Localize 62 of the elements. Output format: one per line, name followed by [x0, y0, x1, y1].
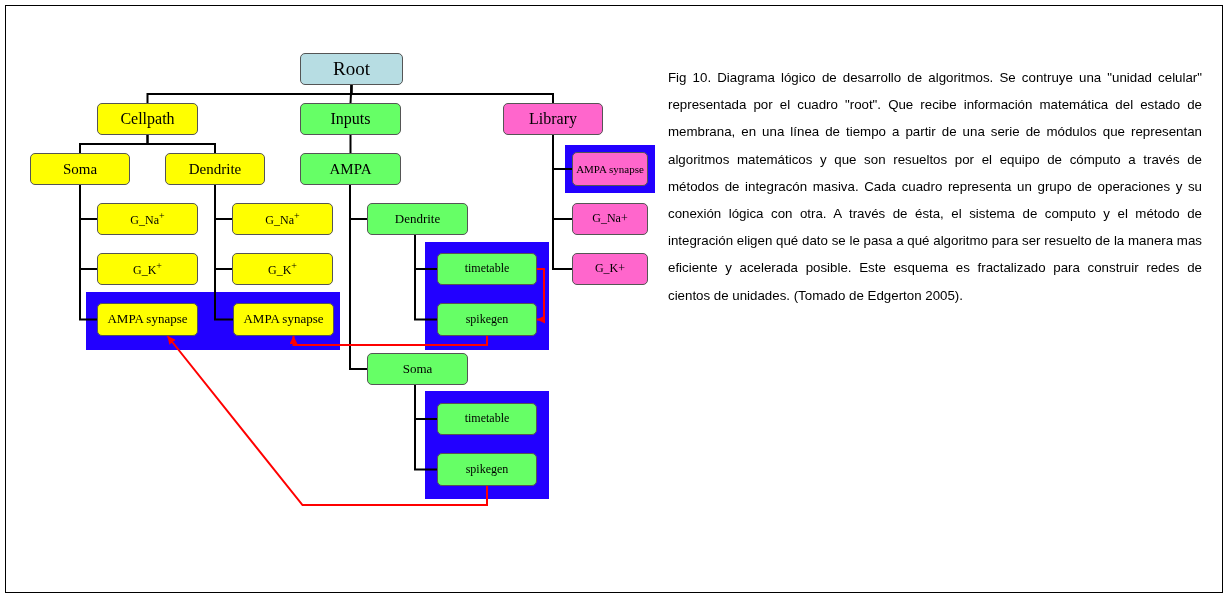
module-box	[97, 103, 198, 135]
module-box	[233, 303, 334, 336]
module-box	[437, 453, 537, 486]
module-label: G_K+	[594, 262, 626, 276]
module-label: AMPA synapse	[243, 312, 324, 327]
module-box	[367, 353, 468, 385]
connector-line	[214, 184, 234, 321]
module-label: Dendrite	[394, 211, 441, 227]
module-box	[232, 253, 333, 285]
module-label: Inputs	[330, 110, 371, 128]
module-box	[437, 403, 537, 435]
module-box	[97, 303, 198, 336]
module-label: AMPA synapse	[107, 312, 188, 327]
module-label: Root	[333, 58, 370, 80]
module-label: G_K$^{+}$	[268, 260, 297, 278]
group-frame	[425, 242, 549, 350]
module-box	[572, 203, 648, 235]
module-box	[572, 253, 648, 285]
module-box	[97, 203, 198, 235]
module-box	[232, 203, 333, 235]
module-label: spikegen	[465, 312, 509, 327]
connector-line	[349, 184, 368, 370]
connector-line	[414, 234, 438, 321]
module-label: Cellpath	[120, 110, 175, 128]
module-box	[437, 303, 537, 336]
module-label: AMPA	[329, 160, 372, 178]
module-label: Soma	[402, 361, 433, 377]
connector-line	[349, 134, 352, 154]
module-box	[300, 103, 401, 135]
group-frame	[425, 391, 549, 499]
connector-line	[552, 134, 573, 270]
module-box	[572, 152, 648, 186]
module-label: Dendrite	[188, 160, 242, 178]
module-box	[165, 153, 265, 185]
module-label: G_Na$^{+}$	[265, 210, 300, 228]
module-box	[437, 253, 537, 285]
connector-line	[349, 84, 353, 104]
connector-line	[79, 184, 98, 321]
module-label: G_Na+	[592, 212, 628, 226]
module-box	[300, 153, 401, 185]
module-label: G_K$^{+}$	[133, 260, 162, 278]
module-box	[367, 203, 468, 235]
module-box	[97, 253, 198, 285]
module-label: timetable	[464, 412, 510, 426]
module-box	[503, 103, 603, 135]
arrow	[536, 268, 545, 324]
module-label: Library	[529, 110, 577, 128]
module-label: Soma	[62, 160, 98, 178]
arrow	[289, 335, 488, 346]
arrow	[166, 335, 488, 506]
connector-line	[414, 384, 438, 471]
connector-line	[350, 84, 554, 104]
module-box	[30, 153, 130, 185]
figure-caption: Fig 10. Diagrama lógico de desarrollo de algoritmos. Se contruye una "unidad celular" representada por el cuadro "root". Que recibe información matemática del estado de membrana, en una línea de tiempo a partir de una serie de módulos que representan algoritmos matemáticos y que son resueltos por el equipo de cómputo a través de métodos de integracón masiva. Cada cuadro representa un grupo de operaciones y su conexión lógica con otra. A través de ésta, el sistema de computo y el método de integración eligen qué dato se le pasa a qué algoritmo para ser resuelto de la manera mas eficiente y acelerada posible. Este esquema es fractalizado para construir redes de cientos de unidades. (Tomado de Edgerton 2005).	[668, 69, 1202, 305]
module-label: spikegen	[465, 462, 509, 477]
module-label: AMPA synapse	[576, 162, 644, 176]
group-frame	[86, 292, 340, 350]
group-frame	[565, 145, 655, 193]
module-box	[300, 53, 403, 85]
module-label: timetable	[464, 262, 510, 276]
connector-line	[146, 134, 216, 154]
module-label: G_Na$^{+}$	[130, 210, 165, 228]
